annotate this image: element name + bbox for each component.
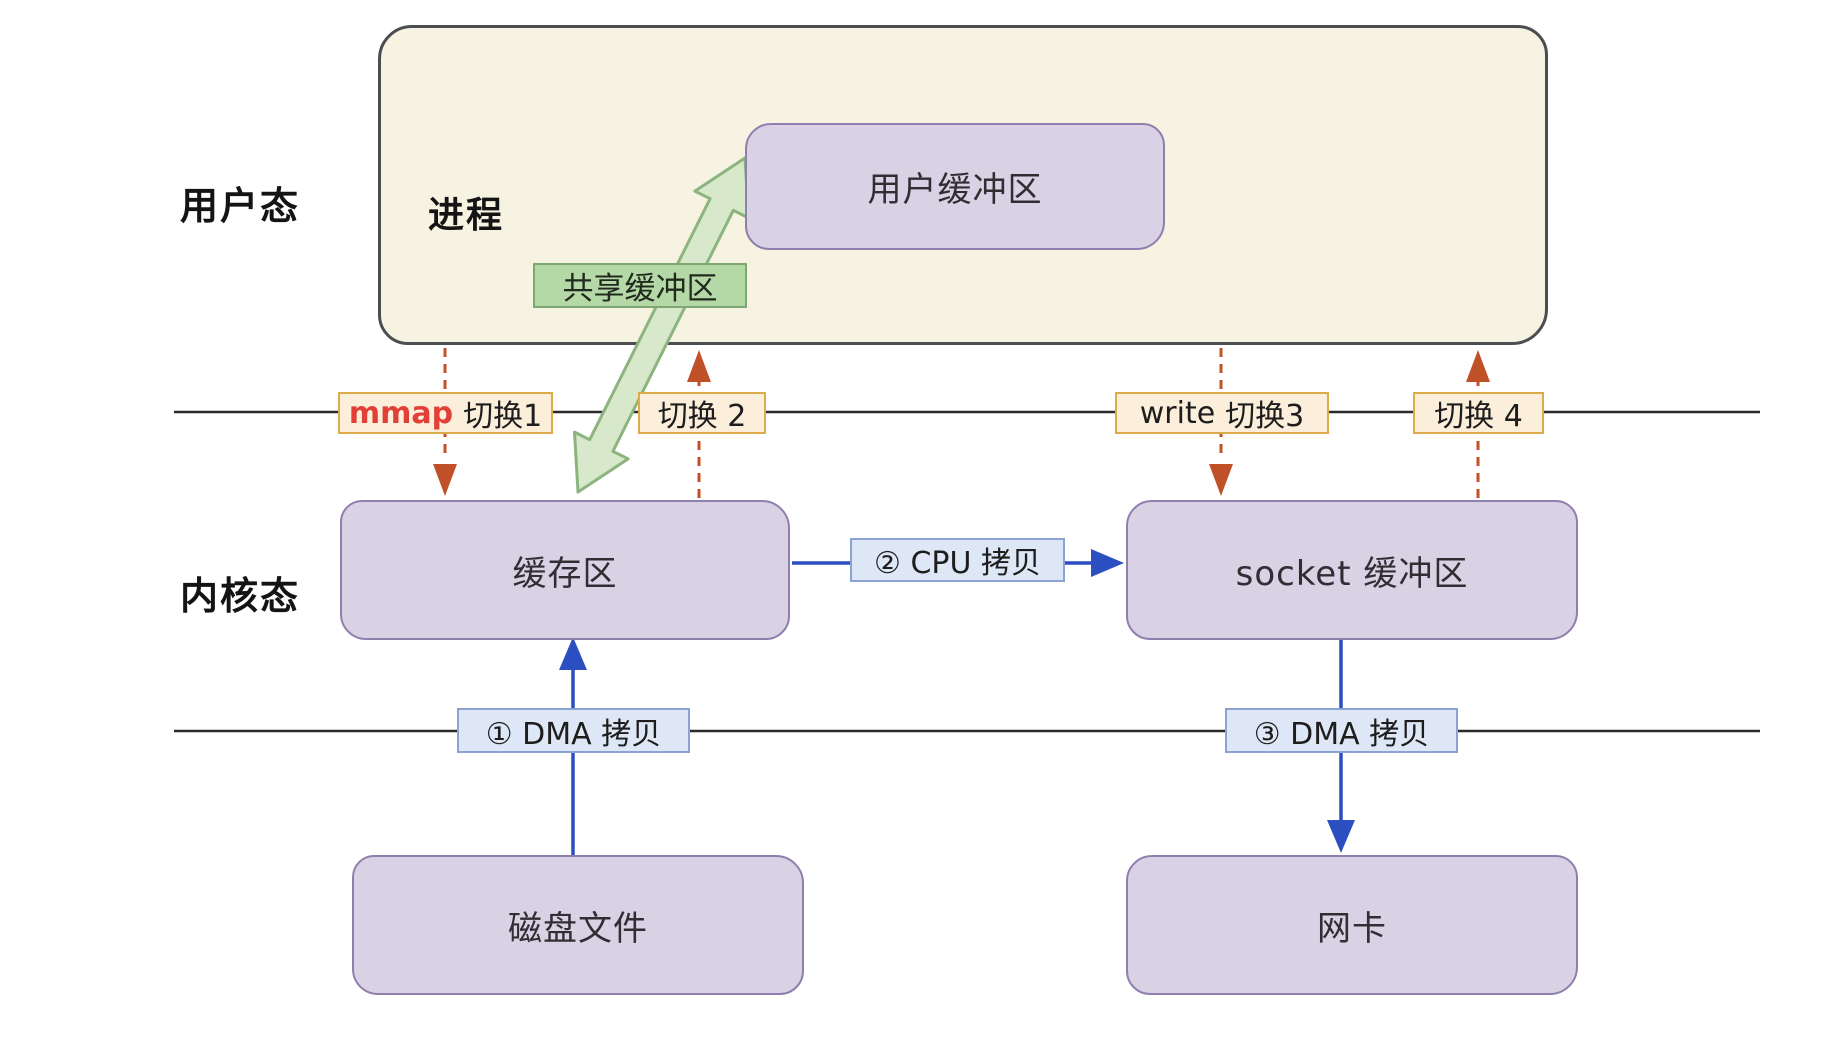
nic-label: 网卡 — [1317, 908, 1387, 949]
dma-copy-1-label: ① DMA 拷贝 — [485, 716, 662, 752]
switch-2-tag: 切换 2 — [638, 392, 766, 434]
shared-buffer-tag: 共享缓冲区 — [533, 263, 747, 308]
dma-copy-1-tag: ① DMA 拷贝 — [457, 708, 690, 753]
mmap-call-label: mmap — [348, 395, 454, 431]
cpu-copy-2-label: ② CPU 拷贝 — [874, 546, 1041, 581]
disk-file-label: 磁盘文件 — [508, 908, 648, 949]
dma-copy-3-label: ③ DMA 拷贝 — [1253, 716, 1430, 752]
socket-buffer-box: socket 缓冲区 — [1126, 500, 1578, 640]
write-call-label: write — [1139, 395, 1216, 431]
user-mode-label: 用户态 — [180, 184, 301, 228]
disk-file-box: 磁盘文件 — [352, 855, 804, 995]
switch-3-tag: write 切换3 — [1115, 392, 1329, 434]
switch-4-label: 切换 4 — [1434, 399, 1523, 434]
dma-copy-3-tag: ③ DMA 拷贝 — [1225, 708, 1458, 753]
switch-3-label: 切换3 — [1225, 399, 1305, 434]
process-label: 进程 — [428, 195, 505, 236]
switch-1-label: 切换1 — [463, 399, 543, 434]
kernel-buffer-box: 缓存区 — [340, 500, 790, 640]
switch-1-tag: mmap 切换1 — [338, 392, 553, 434]
kernel-buffer-label: 缓存区 — [512, 553, 618, 594]
socket-buffer-label: socket 缓冲区 — [1235, 553, 1469, 594]
switch-2-label: 切换 2 — [657, 399, 747, 434]
shared-buffer-tag-label: 共享缓冲区 — [562, 271, 718, 307]
user-buffer-label: 用户缓冲区 — [867, 170, 1043, 210]
nic-box: 网卡 — [1126, 855, 1578, 995]
switch-4-tag: 切换 4 — [1413, 392, 1544, 434]
kernel-mode-label: 内核态 — [180, 574, 301, 618]
cpu-copy-2-tag: ② CPU 拷贝 — [850, 538, 1065, 582]
user-buffer-box: 用户缓冲区 — [745, 123, 1165, 250]
